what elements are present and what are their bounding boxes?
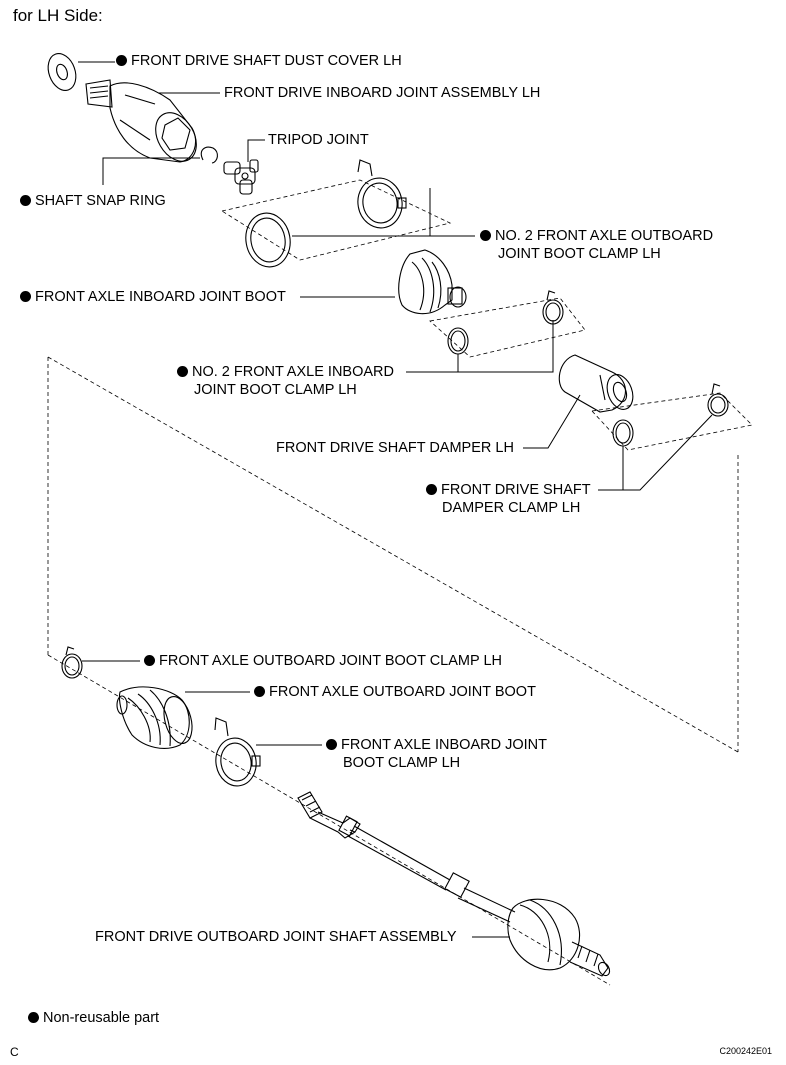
label-text: NO. 2 FRONT AXLE OUTBOARD — [495, 228, 714, 244]
label-damper-clamp: FRONT DRIVE SHAFT — [426, 482, 591, 499]
label-outboard-shaft-assembly: FRONT DRIVE OUTBOARD JOINT SHAFT ASSEMBL… — [95, 929, 457, 945]
label-inboard-joint-boot: FRONT AXLE INBOARD JOINT BOOT — [20, 289, 286, 306]
inboard-joint-assembly-part — [85, 79, 197, 163]
outboard-boot-clamp-part — [61, 646, 83, 679]
label-inboard-boot-clamp-line2: BOOT CLAMP LH — [343, 755, 461, 771]
inboard-boot-clamp-part — [214, 717, 261, 787]
non-reusable-dot-icon — [144, 655, 155, 666]
label-inboard-joint-assembly: FRONT DRIVE INBOARD JOINT ASSEMBLY LH — [224, 85, 541, 101]
damper-clamp-part — [612, 383, 729, 447]
label-text: FRONT DRIVE SHAFT — [441, 482, 591, 498]
snap-ring-part — [200, 146, 218, 164]
label-inboard-boot-clamp: FRONT AXLE INBOARD JOINT — [326, 737, 547, 754]
label-damper-clamp-line2: DAMPER CLAMP LH — [442, 500, 581, 516]
label-text: FRONT AXLE OUTBOARD JOINT BOOT CLAMP LH — [159, 653, 502, 669]
label-text: NO. 2 FRONT AXLE INBOARD — [192, 364, 394, 380]
label-no2-outboard-clamp: NO. 2 FRONT AXLE OUTBOARD — [480, 228, 713, 245]
non-reusable-dot-icon — [254, 686, 265, 697]
label-no2-inboard-clamp-line2: JOINT BOOT CLAMP LH — [194, 382, 357, 398]
non-reusable-dot-icon — [480, 230, 491, 241]
label-outboard-joint-boot: FRONT AXLE OUTBOARD JOINT BOOT — [254, 684, 536, 701]
non-reusable-dot-icon — [116, 55, 127, 66]
label-no2-outboard-clamp-line2: JOINT BOOT CLAMP LH — [498, 246, 661, 262]
label-no2-inboard-clamp: NO. 2 FRONT AXLE INBOARD — [177, 364, 394, 381]
outboard-shaft-assembly-part — [297, 791, 611, 977]
non-reusable-dot-icon — [177, 366, 188, 377]
label-text: FRONT AXLE INBOARD JOINT — [341, 737, 547, 753]
label-dust-cover: FRONT DRIVE SHAFT DUST COVER LH — [116, 53, 402, 70]
label-text: FRONT DRIVE SHAFT DUST COVER LH — [131, 53, 402, 69]
label-snap-ring: SHAFT SNAP RING — [20, 193, 166, 210]
label-text: FRONT AXLE OUTBOARD JOINT BOOT — [269, 684, 536, 700]
inboard-joint-boot-part — [398, 249, 467, 315]
non-reusable-dot-icon — [28, 1012, 39, 1023]
dust-cover-part — [47, 53, 77, 91]
damper-part — [558, 354, 634, 413]
label-outboard-boot-clamp: FRONT AXLE OUTBOARD JOINT BOOT CLAMP LH — [144, 653, 502, 670]
non-reusable-dot-icon — [326, 739, 337, 750]
page-title: for LH Side: — [13, 6, 103, 25]
figure-id: C200242E01 — [719, 1046, 772, 1056]
outboard-joint-boot-part — [116, 686, 193, 749]
legend-text: Non-reusable part — [43, 1010, 160, 1026]
label-text: SHAFT SNAP RING — [35, 193, 166, 209]
footer-left-code: C — [10, 1045, 19, 1059]
tripod-joint-part — [223, 159, 259, 195]
non-reusable-dot-icon — [426, 484, 437, 495]
legend: Non-reusable part — [28, 1010, 159, 1026]
non-reusable-dot-icon — [20, 195, 31, 206]
label-damper: FRONT DRIVE SHAFT DAMPER LH — [276, 440, 514, 456]
leader-lines — [78, 61, 713, 938]
label-tripod-joint: TRIPOD JOINT — [268, 132, 369, 148]
label-text: FRONT AXLE INBOARD JOINT BOOT — [35, 289, 286, 305]
no2-outboard-clamp-part — [245, 159, 407, 268]
non-reusable-dot-icon — [20, 291, 31, 302]
